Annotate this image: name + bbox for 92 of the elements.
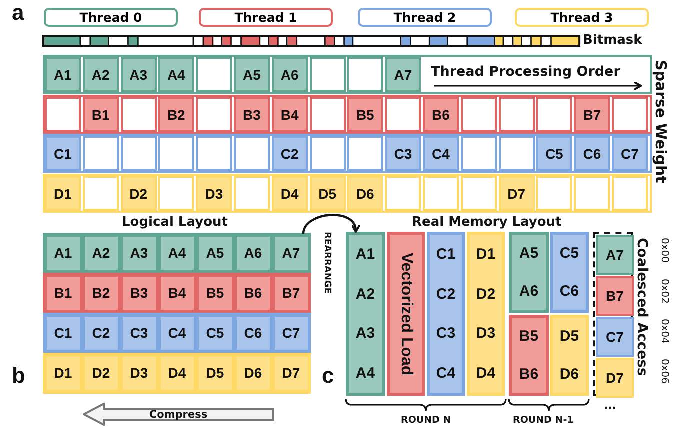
memory-block: C1 C2 C3 C4 — [427, 232, 465, 396]
thread-label: Thread 1 — [199, 8, 333, 27]
weight-cell: D5 — [197, 355, 234, 392]
weight-cell: D3 — [196, 176, 232, 211]
weight-cell: A6 — [272, 57, 308, 92]
weight-cell: C4 — [423, 136, 459, 171]
weight-cell: C6 — [574, 136, 610, 171]
weight-cell: D1 — [45, 355, 82, 392]
weight-cell: C1 — [45, 136, 81, 171]
weight-cell: B3 — [234, 97, 270, 132]
weight-cell: B2 — [158, 97, 194, 132]
weight-cell: A4 — [159, 235, 196, 272]
weight-cell: D2 — [120, 176, 157, 211]
address-label: 0x04 — [659, 319, 669, 344]
address-label: 0x00 — [659, 238, 669, 264]
section-title: Coalesced Access — [635, 238, 649, 376]
weight-cell: A5 — [197, 235, 234, 272]
thread-label: Thread 2 — [358, 8, 492, 27]
weight-cell: A7 — [273, 235, 310, 272]
weight-cell: A2 — [83, 235, 120, 272]
weight-cell: D1 — [45, 176, 81, 211]
coalesced-access-group — [593, 232, 633, 396]
section-title: Logical Layout — [122, 216, 228, 229]
weight-cell: D6 — [347, 176, 384, 211]
weight-cell: A3 — [121, 235, 158, 272]
memory-block: C5 C6 — [550, 232, 589, 313]
weight-cell: B7 — [574, 97, 610, 132]
weight-cell: C2 — [83, 315, 120, 352]
arrow-label: Thread Processing Order — [431, 66, 620, 80]
weight-cell: D3 — [121, 355, 158, 392]
address-label: 0x02 — [659, 279, 669, 304]
weight-cell: A3 — [120, 57, 157, 92]
rearrange-arrow — [302, 214, 360, 234]
weight-cell: C4 — [159, 315, 196, 352]
weight-cell: B7 — [273, 275, 310, 312]
weight-cell: A7 — [596, 235, 634, 275]
weight-cell: D6 — [235, 355, 272, 392]
round-label: ROUND N — [401, 416, 452, 426]
weight-cell: D4 — [159, 355, 196, 392]
weight-cell: A1 — [45, 57, 81, 92]
address-label: 0x06 — [659, 359, 669, 384]
weight-cell: D2 — [83, 355, 120, 392]
weight-cell: C3 — [121, 315, 158, 352]
weight-cell: C7 — [596, 317, 634, 357]
axis-title: Sparse Weight — [653, 60, 668, 184]
vectorized-load-block: Vectorized Load — [387, 232, 425, 396]
weight-cell: D7 — [596, 358, 634, 398]
weight-cell: C5 — [536, 136, 572, 171]
weight-cell: A7 — [385, 57, 422, 92]
thread-label: Thread 3 — [515, 8, 649, 27]
arrow-label: REARRANGE — [322, 232, 331, 294]
weight-cell: A5 — [234, 57, 270, 92]
weight-cell: C2 — [272, 136, 308, 171]
weight-cell: D7 — [498, 176, 535, 211]
weight-cell: C1 — [45, 315, 82, 352]
memory-block: D5 D6 — [550, 315, 589, 396]
weight-cell: B3 — [121, 275, 158, 312]
weight-cell: B1 — [45, 275, 82, 312]
memory-block: D1 D2 D3 D4 — [467, 232, 505, 396]
weight-cell: B5 — [347, 97, 384, 132]
weight-cell: B7 — [596, 276, 634, 316]
section-title: Real Memory Layout — [412, 216, 562, 229]
panel-letter: a — [12, 2, 24, 24]
weight-cell: B4 — [159, 275, 196, 312]
weight-cell: B2 — [83, 275, 120, 312]
weight-cell: C3 — [385, 136, 422, 171]
round-label: ROUND N-1 — [513, 416, 574, 426]
weight-cell: D4 — [272, 176, 308, 211]
bitmask-label: Bitmask — [583, 34, 642, 47]
weight-cell: B4 — [272, 97, 308, 132]
panel-letter: c — [322, 365, 334, 387]
weight-cell: A1 — [45, 235, 82, 272]
weight-cell: B5 — [197, 275, 234, 312]
weight-cell: C7 — [612, 136, 648, 171]
ellipsis: ... — [604, 400, 617, 411]
weight-cell: D5 — [310, 176, 346, 211]
weight-cell: A4 — [158, 57, 194, 92]
weight-cell: B6 — [423, 97, 459, 132]
weight-cell: C6 — [235, 315, 272, 352]
weight-cell: A6 — [235, 235, 272, 272]
memory-block: A1 A2 A3 A4 — [346, 232, 385, 396]
memory-block: B5 B6 — [509, 315, 549, 396]
weight-cell: C5 — [197, 315, 234, 352]
weight-cell: C7 — [273, 315, 310, 352]
weight-cell: D7 — [273, 355, 310, 392]
weight-cell: B1 — [82, 97, 119, 132]
memory-block: A5 A6 — [509, 232, 549, 313]
weight-cell: B6 — [235, 275, 272, 312]
weight-cell: A2 — [82, 57, 119, 92]
thread-label: Thread 0 — [44, 8, 178, 27]
compress-arrow: Compress — [83, 403, 274, 426]
panel-letter: b — [12, 365, 26, 387]
